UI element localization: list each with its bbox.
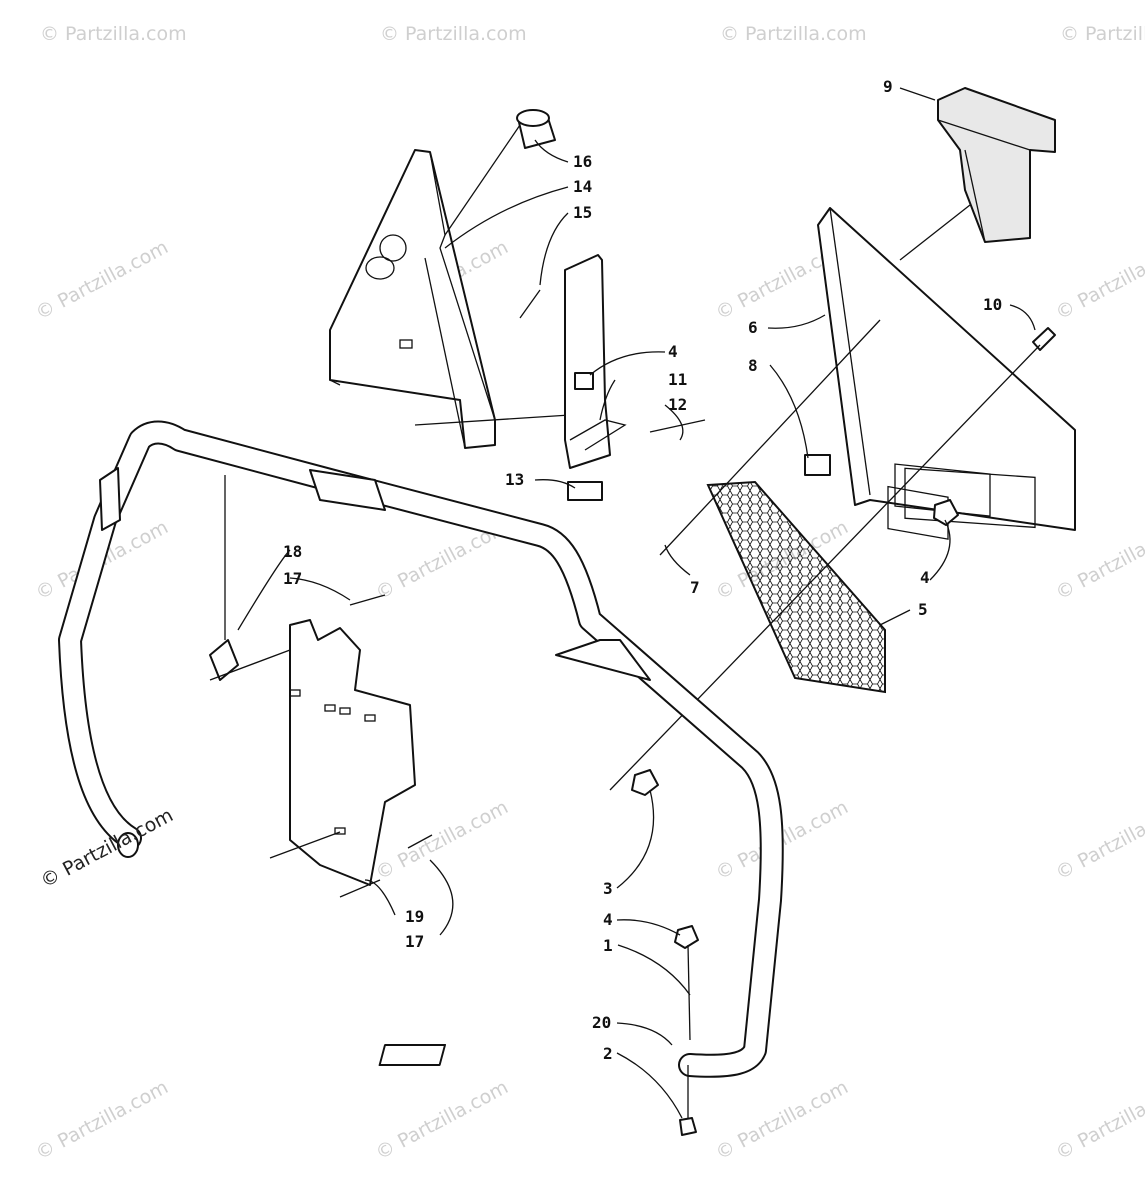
watermark: © Partzilla.com xyxy=(1052,236,1145,324)
bolt-parts xyxy=(519,289,706,433)
watermark: © Partzilla.com xyxy=(1052,1076,1145,1164)
callout-15: 15 xyxy=(573,203,592,222)
watermark: © Partzilla.com xyxy=(32,236,172,324)
watermark: © Partzilla.com xyxy=(380,23,527,45)
left-side-panel xyxy=(329,149,571,449)
callout-7: 7 xyxy=(690,578,700,597)
callout-4: 4 xyxy=(668,342,678,361)
right-side-panel xyxy=(804,207,1076,540)
watermark: © Partzilla.com xyxy=(40,23,187,45)
callout-17: 17 xyxy=(283,569,302,588)
callout-13: 13 xyxy=(505,470,524,489)
bracket-part xyxy=(564,254,627,501)
watermark: © Partzilla.com xyxy=(1052,796,1145,884)
watermark: © Partzilla.com xyxy=(32,1076,172,1164)
callout-labels: 16 14 15 4 11 12 13 9 6 8 10 7 4 5 18 17… xyxy=(283,77,1002,1063)
callout-11: 11 xyxy=(668,370,687,389)
callout-14: 14 xyxy=(573,177,592,196)
callout-19: 19 xyxy=(405,907,424,926)
mesh-screen-part xyxy=(706,480,886,694)
callout-20: 20 xyxy=(592,1013,611,1032)
leader-lines xyxy=(209,87,1036,1119)
callout-17: 17 xyxy=(405,932,424,951)
watermark: © Partzilla.com xyxy=(372,796,512,884)
callout-2: 2 xyxy=(603,1044,613,1063)
watermark: © Partzilla.com xyxy=(720,23,867,45)
callout-12: 12 xyxy=(668,395,687,414)
callout-5: 5 xyxy=(918,600,928,619)
lower-cover-plate xyxy=(289,619,416,886)
callout-4: 4 xyxy=(603,910,613,929)
nut-parts xyxy=(378,499,959,1136)
callout-16: 16 xyxy=(573,152,592,171)
callout-6: 6 xyxy=(748,318,758,337)
bumper-tube xyxy=(58,420,784,1078)
callout-10: 10 xyxy=(983,295,1002,314)
callout-8: 8 xyxy=(748,356,758,375)
foam-pad-part xyxy=(937,87,1056,243)
clamp-part xyxy=(209,639,239,681)
callout-18: 18 xyxy=(283,542,302,561)
watermark: © Partzilla.com xyxy=(712,1076,852,1164)
watermark: © Partzilla.com xyxy=(1060,23,1145,45)
callout-9: 9 xyxy=(883,77,893,96)
callout-4: 4 xyxy=(920,568,930,587)
callout-3: 3 xyxy=(603,879,613,898)
watermark: © Partzilla.com xyxy=(372,1076,512,1164)
knob-part xyxy=(516,109,556,149)
callout-1: 1 xyxy=(603,936,613,955)
